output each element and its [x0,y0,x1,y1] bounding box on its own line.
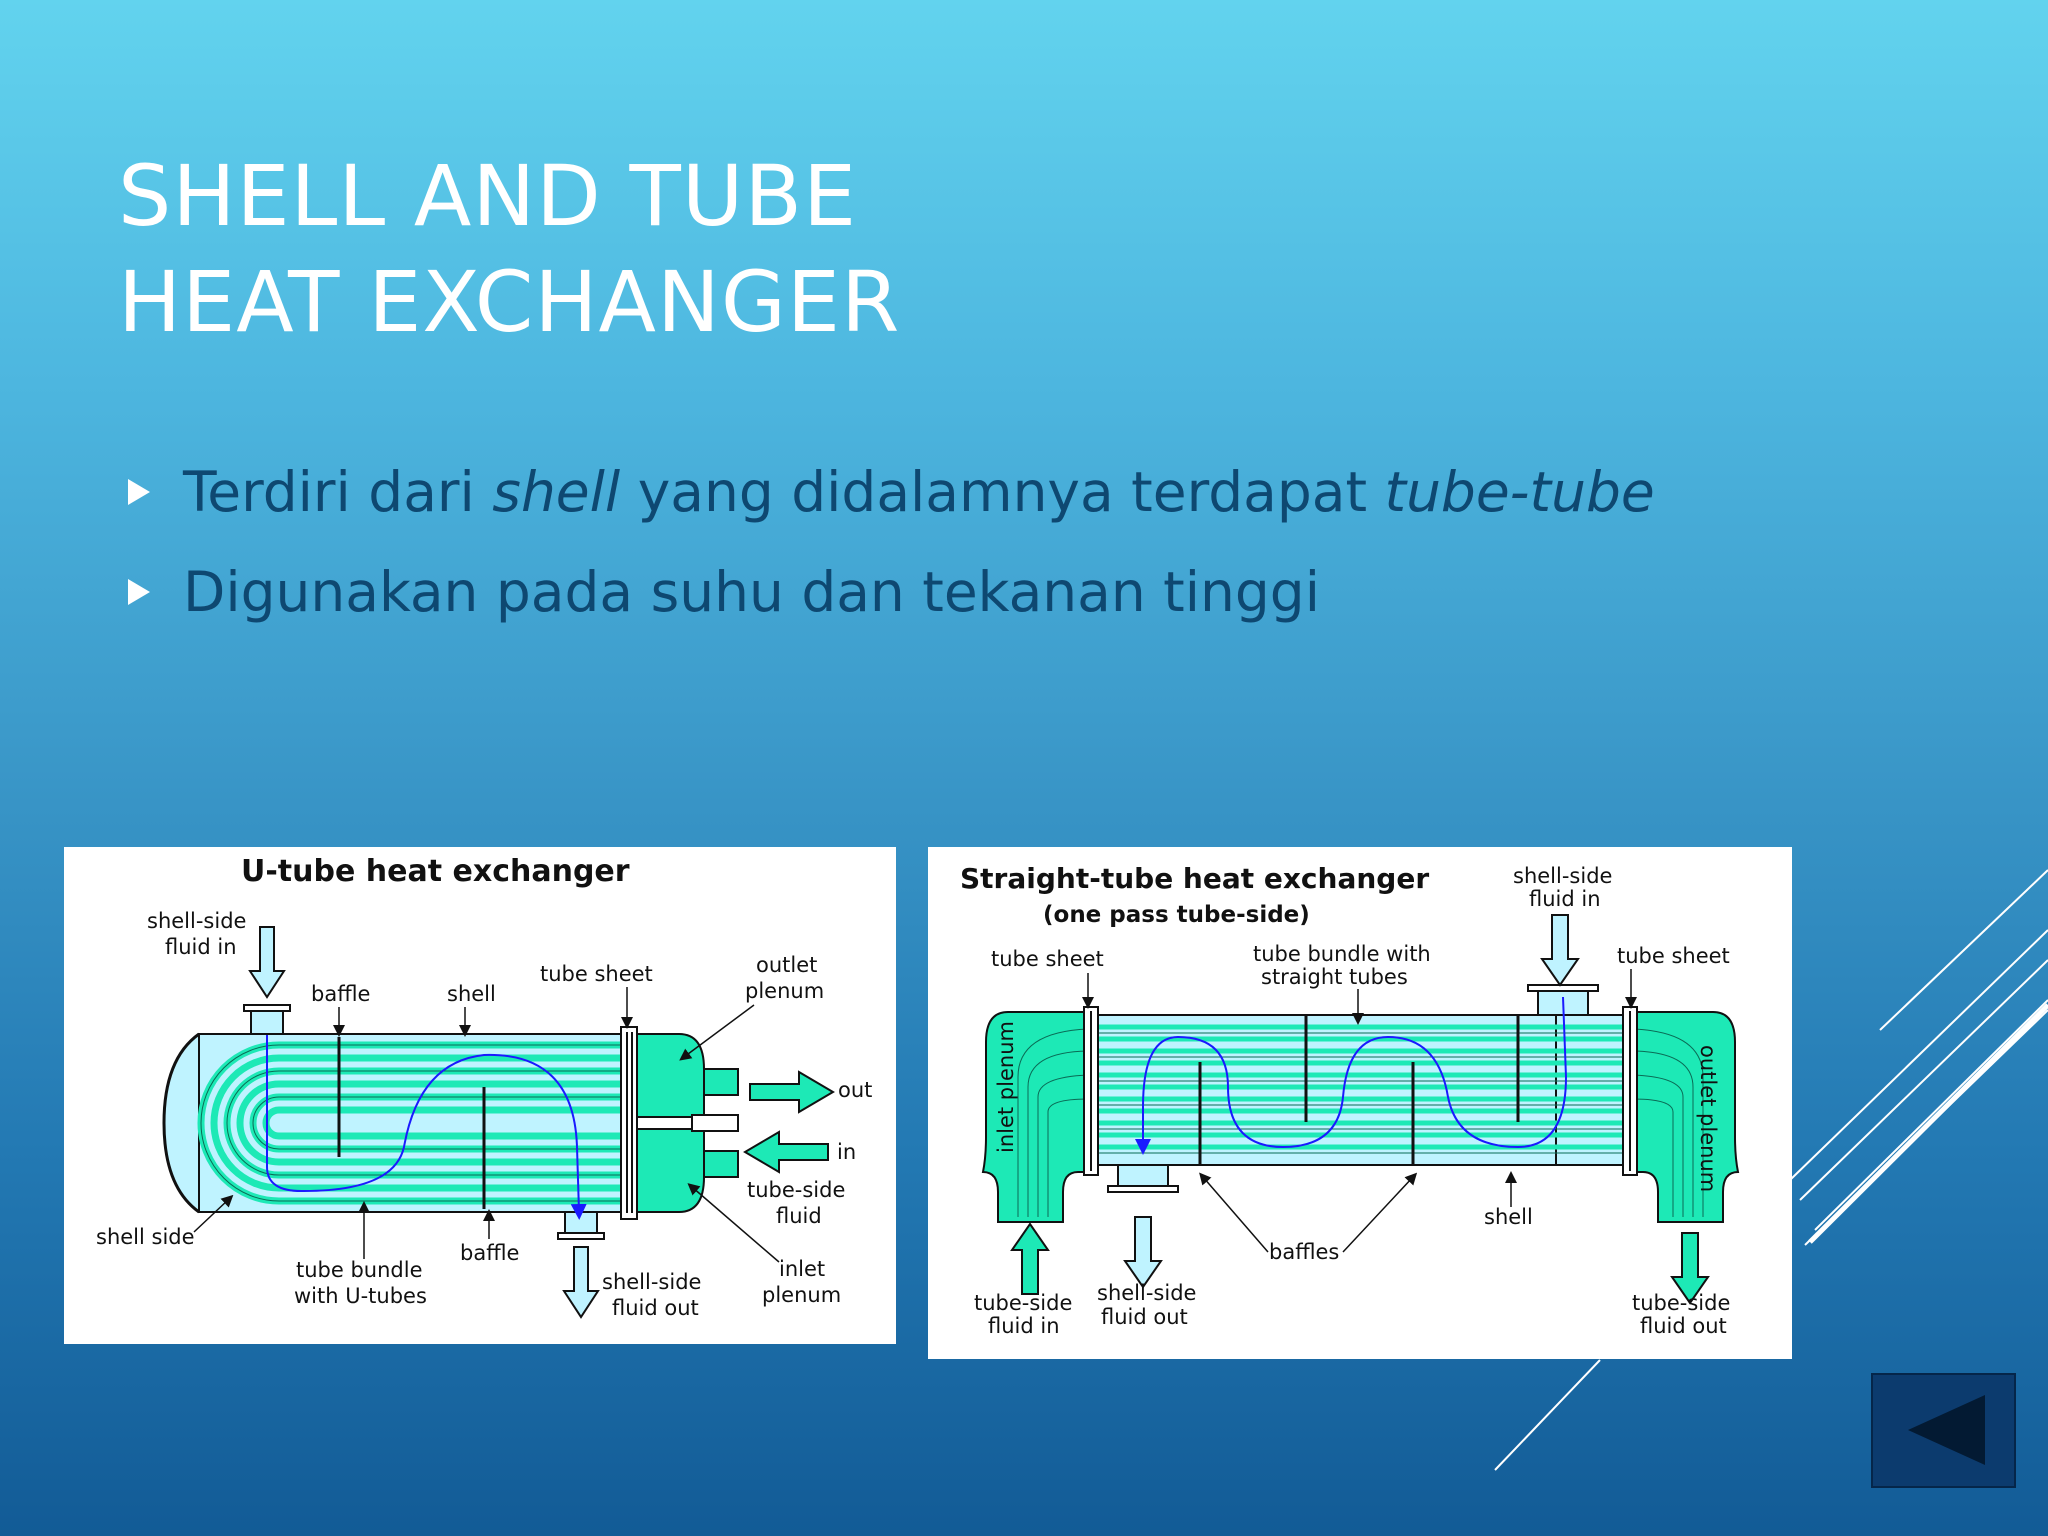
svg-text:tube sheet: tube sheet [1617,944,1730,968]
svg-text:baffle: baffle [460,1241,519,1265]
tube-in-arrow-icon [1010,1222,1050,1295]
shell-flow-path [1135,996,1568,1155]
svg-text:shell: shell [1484,1205,1533,1229]
svg-text:with U-tubes: with U-tubes [294,1284,427,1308]
out-arrow-icon [749,1070,835,1114]
shell-outlet-nozzle [1117,1164,1169,1188]
svg-text:fluid out: fluid out [612,1296,699,1320]
straight-tubes [1093,1024,1628,1150]
utube-diagram-svg: U-tube heat exchanger [96,854,872,1320]
svg-text:plenum: plenum [745,979,824,1003]
svg-text:fluid in: fluid in [165,935,237,959]
svg-text:tube-side: tube-side [974,1291,1072,1315]
bullet-list: Terdiri dari shell yang didalamnya terda… [128,462,1655,662]
svg-text:tube-side: tube-side [1632,1291,1730,1315]
svg-text:straight tubes: straight tubes [1261,965,1408,989]
svg-text:shell side: shell side [96,1225,195,1249]
svg-text:fluid in: fluid in [988,1314,1060,1338]
utube-title: U-tube heat exchanger [241,854,630,889]
title-line-1: SHELL AND TUBE [118,147,858,245]
svg-text:shell-side: shell-side [1097,1281,1196,1305]
svg-text:outlet plenum: outlet plenum [1696,1045,1720,1192]
straight-title: Straight-tube heat exchanger [960,862,1429,895]
svg-text:shell-side: shell-side [602,1270,701,1294]
bullet-arrow-icon [128,479,150,505]
bullet-item-2: Digunakan pada suhu dan tekanan tinggi [128,562,1655,662]
svg-text:shell: shell [447,982,496,1006]
svg-text:tube sheet: tube sheet [540,962,653,986]
baffles [1198,1015,1520,1165]
straight-tube-diagram: Straight-tube heat exchanger (one pass t… [928,847,1792,1359]
straight-tube-diagram-svg: Straight-tube heat exchanger (one pass t… [960,862,1740,1338]
shell-in-arrow-icon [248,926,286,999]
svg-text:in: in [837,1140,856,1164]
svg-text:fluid: fluid [776,1204,822,1228]
straight-subtitle: (one pass tube-side) [1043,902,1310,928]
utube-tube-sheet [620,1026,638,1220]
outlet-plenum [636,1033,705,1118]
slide-title: SHELL AND TUBE HEAT EXCHANGER [118,143,900,355]
bullet-arrow-icon [128,579,150,605]
utube-diagram: U-tube heat exchanger [64,847,896,1344]
svg-text:out: out [838,1078,872,1102]
shell-out-arrow-icon [1123,1216,1163,1289]
svg-text:tube bundle: tube bundle [296,1258,423,1282]
back-triangle-icon [1908,1395,1985,1465]
svg-text:shell-side: shell-side [147,909,246,933]
bullet-item-1: Terdiri dari shell yang didalamnya terda… [128,462,1655,562]
outlet-plenum [1632,1011,1740,1223]
shell-flow-path [266,1035,587,1220]
svg-text:tube bundle with: tube bundle with [1253,942,1431,966]
inlet-plenum [981,1011,1089,1223]
svg-text:fluid out: fluid out [1101,1305,1188,1329]
svg-text:tube sheet: tube sheet [991,947,1104,971]
svg-text:tube-side: tube-side [747,1178,845,1202]
svg-text:baffle: baffle [311,982,370,1006]
svg-text:fluid out: fluid out [1640,1314,1727,1338]
in-arrow-icon [743,1130,829,1174]
svg-text:baffles: baffles [1269,1240,1339,1264]
shell-in-arrow-icon [1540,914,1580,987]
svg-text:outlet: outlet [756,953,817,977]
svg-text:plenum: plenum [762,1283,841,1307]
svg-text:inlet plenum: inlet plenum [994,1021,1018,1153]
tube-out-arrow-icon [1670,1232,1710,1305]
shell-out-arrow-icon [562,1246,600,1319]
svg-text:shell-side: shell-side [1513,864,1612,888]
svg-text:inlet: inlet [779,1257,825,1281]
back-button[interactable] [1871,1373,2016,1488]
svg-text:fluid in: fluid in [1529,887,1601,911]
inlet-plenum [636,1128,705,1213]
title-line-2: HEAT EXCHANGER [118,253,901,351]
